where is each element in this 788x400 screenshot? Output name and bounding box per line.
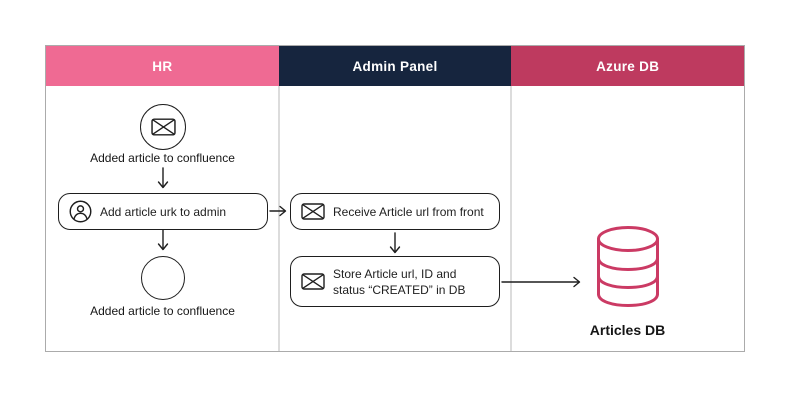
lane-divider-1 <box>278 86 280 351</box>
envelope-icon <box>301 273 325 290</box>
start-event-node <box>140 104 186 150</box>
diagram-frame: HR Admin Panel Azure DB <box>45 45 745 352</box>
task-label: Store Article url, ID and status “CREATE… <box>333 266 465 298</box>
task-store-article-in-db: Store Article url, ID and status “CREATE… <box>290 256 500 307</box>
task-label-line2: status “CREATED” in DB <box>333 282 466 297</box>
lane-header-hr: HR <box>46 46 279 86</box>
lane-header-azure-db: Azure DB <box>511 46 745 86</box>
task-add-article-to-admin: Add article urk to admin <box>58 193 268 230</box>
lane-headers: HR Admin Panel Azure DB <box>46 46 745 86</box>
task-label: Receive Article url from front <box>333 204 484 219</box>
user-icon <box>69 200 92 223</box>
lane-title-hr: HR <box>152 58 173 74</box>
task-receive-article-url: Receive Article url from front <box>290 193 500 230</box>
start-event-label: Added article to confluence <box>90 151 235 165</box>
lane-header-admin-panel: Admin Panel <box>278 46 512 86</box>
database-icon <box>595 226 661 308</box>
envelope-icon <box>301 203 325 220</box>
envelope-icon <box>150 118 176 136</box>
lane-divider-2 <box>510 86 512 351</box>
task-label-line1: Store Article url, ID and <box>333 266 457 281</box>
database-label: Articles DB <box>589 322 666 338</box>
task-label: Add article urk to admin <box>100 204 227 219</box>
lane-title-azure-db: Azure DB <box>596 58 660 74</box>
end-event-label: Added article to confluence <box>90 304 235 318</box>
end-event-node <box>141 256 185 300</box>
lane-title-admin-panel: Admin Panel <box>352 58 438 74</box>
